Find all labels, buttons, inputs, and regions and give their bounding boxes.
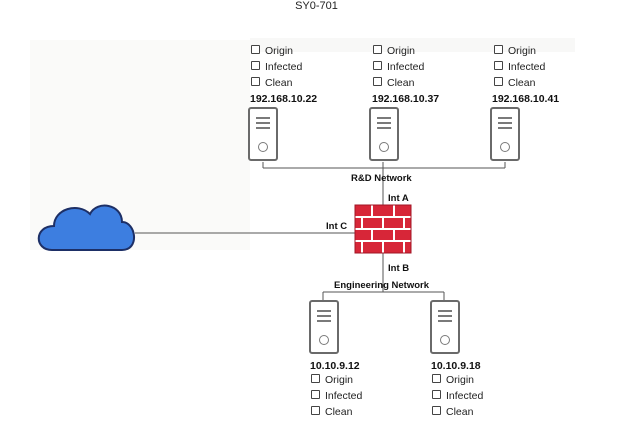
server-icon xyxy=(309,300,339,354)
checkbox-icon[interactable] xyxy=(311,374,320,383)
rd-host-1-clean-checkbox[interactable]: Clean xyxy=(251,76,292,90)
checkbox-icon[interactable] xyxy=(251,45,260,54)
eng-host-2-clean-checkbox[interactable]: Clean xyxy=(432,405,473,419)
server-icon xyxy=(248,107,278,161)
rd-host-3-origin-checkbox[interactable]: Origin xyxy=(494,44,536,58)
checkbox-icon[interactable] xyxy=(432,374,441,383)
checkbox-icon[interactable] xyxy=(432,390,441,399)
server-icon xyxy=(369,107,399,161)
server-icon xyxy=(430,300,460,354)
eng-host-2-origin-checkbox[interactable]: Origin xyxy=(432,373,474,387)
checkbox-icon[interactable] xyxy=(494,45,503,54)
rd-host-2-origin-checkbox[interactable]: Origin xyxy=(373,44,415,58)
rd-host-2-clean-checkbox[interactable]: Clean xyxy=(373,76,414,90)
rd-host-1-infected-checkbox[interactable]: Infected xyxy=(251,60,302,74)
checkbox-icon[interactable] xyxy=(373,61,382,70)
eng-host-2-ip: 10.10.9.18 xyxy=(431,360,481,372)
rd-host-2-ip: 192.168.10.37 xyxy=(372,93,440,105)
checkbox-icon[interactable] xyxy=(311,390,320,399)
int-a-label: Int A xyxy=(388,193,409,204)
rd-host-2-infected-checkbox[interactable]: Infected xyxy=(373,60,424,74)
checkbox-icon[interactable] xyxy=(373,77,382,86)
background-band xyxy=(250,38,575,52)
eng-host-1-ip: 10.10.9.12 xyxy=(310,360,360,372)
server-icon xyxy=(490,107,520,161)
engineering-network-label: Engineering Network xyxy=(334,280,430,291)
rd-host-1-ip: 192.168.10.22 xyxy=(250,93,318,105)
page-title: SY0-701 xyxy=(295,0,338,12)
checkbox-icon[interactable] xyxy=(494,61,503,70)
internet-cloud-icon xyxy=(37,204,135,251)
eng-host-1-infected-checkbox[interactable]: Infected xyxy=(311,389,362,403)
checkbox-icon[interactable] xyxy=(494,77,503,86)
int-b-label: Int B xyxy=(388,263,410,274)
checkbox-icon[interactable] xyxy=(251,61,260,70)
eng-host-1-origin-checkbox[interactable]: Origin xyxy=(311,373,353,387)
int-c-label: Int C xyxy=(326,221,348,232)
rd-network-label: R&D Network xyxy=(351,173,412,184)
checkbox-icon[interactable] xyxy=(373,45,382,54)
checkbox-icon[interactable] xyxy=(432,406,441,415)
rd-host-3-ip: 192.168.10.41 xyxy=(492,93,560,105)
checkbox-icon[interactable] xyxy=(311,406,320,415)
rd-host-1-origin-checkbox[interactable]: Origin xyxy=(251,44,293,58)
checkbox-icon[interactable] xyxy=(251,77,260,86)
rd-host-3-clean-checkbox[interactable]: Clean xyxy=(494,76,535,90)
eng-host-2-infected-checkbox[interactable]: Infected xyxy=(432,389,483,403)
firewall-icon xyxy=(354,204,412,254)
rd-host-3-infected-checkbox[interactable]: Infected xyxy=(494,60,545,74)
eng-host-1-clean-checkbox[interactable]: Clean xyxy=(311,405,352,419)
